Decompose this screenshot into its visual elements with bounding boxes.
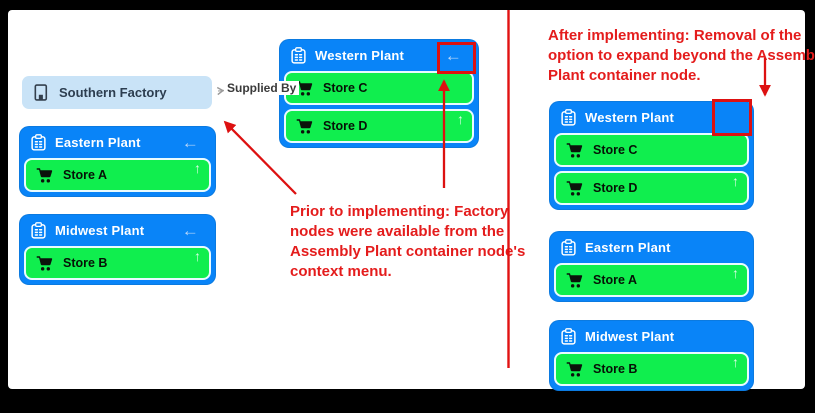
assembly-plant-icon [561,328,576,345]
plant-label: Midwest Plant [585,329,675,344]
collapse-left-arrow-icon[interactable]: ← [444,46,462,65]
plant-label: Eastern Plant [55,135,141,150]
shopping-cart-icon [566,180,583,196]
plant-label: Midwest Plant [55,223,145,238]
shopping-cart-icon [36,167,53,183]
annotation-after: After implementing: Removal of the optio… [548,26,815,86]
plant-container-western-before[interactable]: Western Plant ← Store C Store D ↑ [280,40,478,147]
shopping-cart-icon [566,142,583,158]
plant-container-eastern-before[interactable]: Eastern Plant ← Store A ↑ [20,127,215,196]
assembly-plant-icon [561,109,576,126]
annotation-line: option to expand beyond the Assembly [548,47,815,64]
collapse-left-arrow-icon[interactable]: ← [181,133,199,152]
store-node[interactable]: Store A ↑ [24,158,211,192]
plant-header[interactable]: Eastern Plant ← [20,127,215,158]
shopping-cart-icon [296,118,313,134]
shopping-cart-icon [36,255,53,271]
assembly-plant-icon [561,239,576,256]
up-arrow-icon[interactable]: ↑ [194,160,201,176]
annotation-before: Prior to implementing: Factory nodes wer… [290,202,525,282]
up-arrow-icon[interactable]: ↑ [457,111,464,127]
assembly-plant-icon [291,47,306,64]
assembly-plant-icon [31,134,46,151]
store-label: Store B [593,362,638,376]
store-label: Store C [593,143,638,157]
store-label: Store D [323,119,368,133]
shopping-cart-icon [566,272,583,288]
plant-header[interactable]: Western Plant [550,102,753,133]
store-node[interactable]: Store B ↑ [24,246,211,280]
annotation-line: Assembly Plant container node's [290,243,526,260]
factory-building-icon [34,84,48,101]
store-node[interactable]: Store C [284,71,474,105]
store-node[interactable]: Store C [554,133,749,167]
annotation-line: nodes were available from the [290,223,505,240]
plant-label: Western Plant [585,110,675,125]
store-label: Store C [323,81,368,95]
annotation-line: Prior to implementing: Factory [290,203,509,220]
store-label: Store A [63,168,107,182]
diagram-canvas: Western Plant ← Store C Store D ↑ Southe… [8,10,815,390]
plant-header[interactable]: Western Plant ← [280,40,478,71]
plant-header[interactable]: Midwest Plant [550,321,753,352]
plant-container-western-after[interactable]: Western Plant Store C Store D ↑ [550,102,753,209]
annotation-line: After implementing: Removal of the [548,27,802,44]
highlight-rect-after [712,99,752,136]
up-arrow-icon[interactable]: ↑ [732,173,739,189]
assembly-plant-icon [31,222,46,239]
factory-label: Southern Factory [59,85,167,100]
plant-label: Western Plant [315,48,405,63]
plant-container-eastern-after[interactable]: Eastern Plant Store A ↑ [550,232,753,301]
shopping-cart-icon [296,80,313,96]
plant-header[interactable]: Eastern Plant [550,232,753,263]
plant-header[interactable]: Midwest Plant ← [20,215,215,246]
up-arrow-icon[interactable]: ↑ [732,265,739,281]
store-node[interactable]: Store B ↑ [554,352,749,386]
plant-container-midwest-after[interactable]: Midwest Plant Store B ↑ [550,321,753,390]
store-node[interactable]: Store D ↑ [554,171,749,205]
store-node[interactable]: Store A ↑ [554,263,749,297]
up-arrow-icon[interactable]: ↑ [194,248,201,264]
plant-container-midwest-before[interactable]: Midwest Plant ← Store B ↑ [20,215,215,284]
annotation-line: Plant container node. [548,67,701,84]
up-arrow-icon[interactable]: ↑ [732,354,739,370]
store-node[interactable]: Store D ↑ [284,109,474,143]
shopping-cart-icon [566,361,583,377]
store-label: Store A [593,273,637,287]
plant-label: Eastern Plant [585,240,671,255]
supplied-by-label: Supplied By [224,81,300,95]
annotation-line: context menu. [290,263,392,280]
store-label: Store B [63,256,108,270]
store-label: Store D [593,181,638,195]
collapse-left-arrow-icon[interactable]: ← [181,221,199,240]
southern-factory-node[interactable]: Southern Factory [22,76,212,109]
highlight-rect-before [437,42,476,74]
